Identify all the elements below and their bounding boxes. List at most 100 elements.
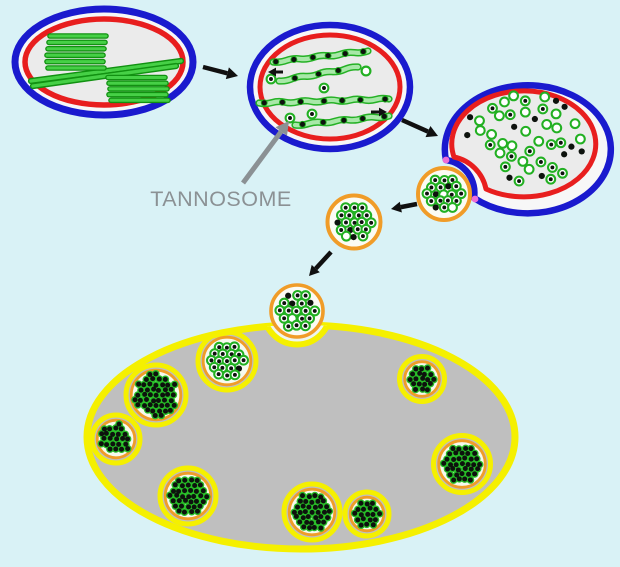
tannin-dot: [224, 345, 229, 350]
tannosome-icon: [497, 137, 509, 149]
tannin-dot: [449, 192, 454, 197]
tannin-dot: [307, 525, 313, 531]
accretion-outer-ring: [342, 489, 392, 539]
tannosome-icon: [508, 90, 520, 102]
tannin-dot: [420, 386, 426, 392]
tannin-dot: [432, 204, 439, 211]
tannin-dot: [101, 426, 107, 432]
tannosome-icon: [541, 118, 553, 130]
tannosome-icon: [523, 163, 535, 175]
tannin-dot: [294, 309, 299, 314]
pearling-bead: [359, 48, 367, 55]
tannin-dot: [508, 112, 513, 117]
tannosome-icon: [506, 140, 518, 152]
tannin-dot: [297, 519, 303, 525]
tannin-dot: [147, 381, 153, 387]
tannin-dot: [352, 510, 358, 516]
tannin-dot: [373, 506, 379, 512]
tannin-dot: [517, 179, 522, 184]
tannin-dot: [472, 450, 478, 456]
tannin-dot: [352, 220, 357, 225]
tannin-dot: [466, 114, 474, 121]
tannin-dot: [442, 205, 447, 210]
tannin-dot: [578, 148, 585, 155]
tannin-dot: [159, 403, 165, 409]
tannin-dot: [181, 509, 187, 515]
tannin-dot: [459, 191, 464, 196]
tannin-dot: [237, 352, 241, 357]
tannin-dot: [320, 498, 326, 504]
pearling-bead: [324, 52, 332, 60]
tannin-dot: [120, 436, 126, 442]
tannin-dot: [313, 515, 319, 521]
tannin-accretion: [157, 465, 219, 527]
tannin-dot: [407, 377, 413, 383]
pearling-bead: [334, 67, 342, 74]
tannin-dot: [506, 174, 513, 181]
tannin-dot: [145, 407, 151, 413]
tannin-dot: [301, 524, 307, 530]
tannin-dot: [282, 316, 287, 321]
tannin-dot: [144, 387, 150, 393]
tannin-dot: [157, 408, 163, 414]
tannin-dot: [306, 504, 312, 510]
tannin-dot: [425, 365, 431, 371]
tannin-dot: [560, 171, 565, 176]
tannin-dot: [310, 112, 314, 116]
tannin-dot: [303, 498, 309, 504]
tannin-dot: [312, 308, 317, 313]
tannin-dot: [156, 376, 162, 382]
tannin-dot: [151, 386, 157, 392]
tannin-dot: [172, 503, 178, 509]
tannosome-icon: [520, 125, 532, 137]
tannin-dot: [451, 456, 457, 462]
tannin-dot: [454, 198, 459, 203]
tannosome-pointer-arrow: [240, 129, 284, 185]
tannin-dot: [135, 392, 141, 398]
tannin-dot: [171, 488, 177, 494]
tannin-dot: [182, 488, 188, 494]
tannin-dot: [299, 301, 304, 306]
tannin-dot: [172, 381, 178, 387]
tannin-dot: [188, 487, 194, 493]
tannin-dot: [164, 402, 170, 408]
tannin-dot: [289, 300, 296, 307]
tannin-dot: [433, 178, 438, 183]
tannin-dot: [511, 123, 518, 130]
tannin-dot: [425, 377, 431, 383]
tannin-dot: [125, 436, 131, 442]
tannin-dot: [531, 115, 538, 123]
tannin-dot: [302, 509, 308, 515]
tannin-dot: [321, 519, 327, 525]
tannin-dot: [454, 472, 460, 478]
tannin-dot: [549, 142, 554, 147]
tannin-dot: [360, 516, 366, 522]
tannin-dot: [432, 191, 440, 198]
tannosome-icon: [499, 96, 510, 108]
tannin-dot: [355, 227, 360, 232]
tannin-dot: [162, 387, 168, 393]
tannin-dot: [315, 509, 321, 515]
tannin-dot: [303, 323, 308, 328]
tannin-dot: [147, 392, 153, 398]
tannosome-icon: [550, 108, 562, 120]
tannosome-label: TANNOSOME: [150, 187, 291, 211]
tannin-dot: [311, 524, 317, 530]
tannin-dot: [150, 376, 156, 382]
tannin-dot: [107, 446, 113, 452]
tannin-dot: [360, 205, 365, 210]
tannin-accretion: [123, 362, 189, 428]
tannin-dot: [209, 358, 214, 363]
tannin-dot: [488, 142, 493, 147]
tannin-dot: [153, 402, 159, 408]
tannin-dot: [462, 455, 468, 461]
tannin-dot: [300, 515, 306, 521]
tannosome-shuttle: [325, 193, 383, 251]
tannin-dot: [191, 493, 197, 499]
tannin-dot: [453, 462, 459, 468]
tannin-dot: [463, 445, 469, 451]
flow-arrow-head: [425, 126, 438, 138]
pearling-bead: [291, 74, 299, 82]
tannin-dot: [186, 494, 192, 500]
tannin-dot: [212, 351, 217, 356]
